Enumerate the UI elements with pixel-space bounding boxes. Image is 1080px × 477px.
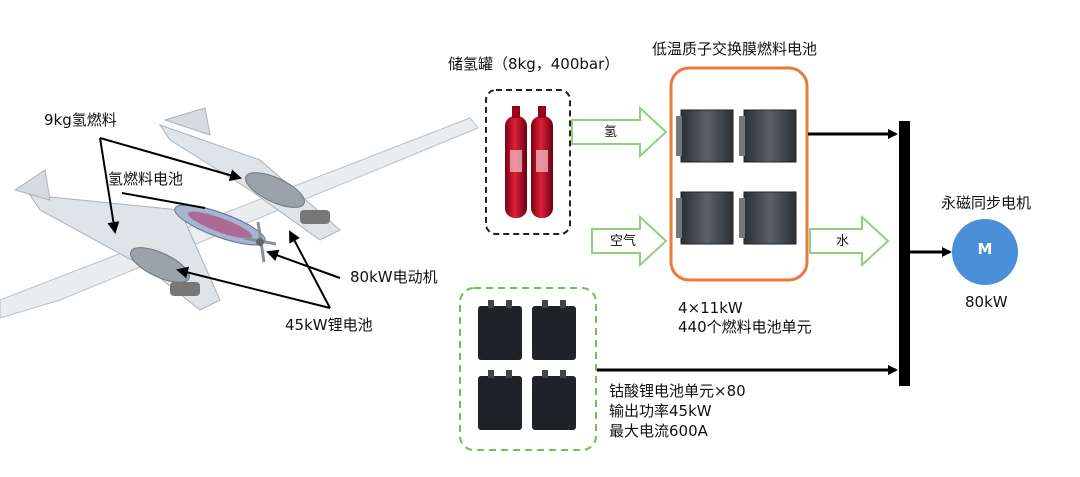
air-flow-arrow [591, 214, 668, 268]
battery-cell-icon [532, 370, 576, 430]
tank-group [485, 89, 571, 235]
fuel-cell-stack-icon [676, 109, 734, 163]
water-flow-arrow [809, 214, 890, 268]
fuel-cell-spec-power: 4×11kW [678, 299, 743, 317]
callout-motor [266, 249, 341, 279]
h2-tank-pod-right [245, 172, 305, 208]
fuel-cell-stack-icon [739, 109, 797, 163]
battery-spec-power: 输出功率45kW [609, 402, 712, 420]
battery-cell-icon [532, 300, 576, 360]
fuel-cell-title: 低温质子交换膜燃料电池 [652, 40, 818, 58]
aircraft-tail-fin-left [13, 169, 51, 201]
flow-arrows [571, 105, 890, 268]
battery-spec-current: 最大电流600A [609, 422, 708, 440]
callout-fuel-cell [121, 192, 206, 209]
h2-cylinder-icon [505, 106, 527, 218]
fuel-cell-box [669, 66, 809, 282]
battery-cell-icon [478, 370, 522, 430]
motor-power: 80kW [965, 293, 1008, 311]
tank-label: 储氢罐（8kg，400bar） [448, 55, 620, 73]
landing-gear-left [170, 282, 200, 296]
callout-battery-right [289, 230, 331, 309]
callout-battery-left [176, 266, 331, 309]
battery-cell-icon [478, 300, 522, 360]
fuel-cell-spec-units: 440个燃料电池单元 [678, 318, 812, 336]
h2-cylinder-icon [531, 106, 553, 218]
fuel-cell-stack-icon [739, 191, 797, 245]
aircraft-callouts [99, 137, 341, 309]
battery-box [459, 287, 597, 451]
flow-label-water: 水 [836, 234, 850, 249]
landing-gear-right [300, 210, 330, 224]
fuel-cell-stack-icon [676, 191, 734, 245]
callout-h2-to-left-tank [99, 137, 120, 234]
label-motor-80kw: 80kW电动机 [350, 268, 438, 286]
hydrogen-flow-arrow [571, 105, 668, 159]
fuel-cell-group [669, 66, 809, 282]
label-battery-45kw: 45kW锂电池 [285, 316, 373, 334]
battery-group [459, 287, 597, 451]
power-bus-bar [899, 121, 910, 386]
motor-letter: M [977, 240, 993, 258]
label-fuel-cell: 氢燃料电池 [108, 170, 184, 188]
flow-label-hydrogen: 氢 [604, 125, 618, 140]
fuel-cell-pod-core [187, 211, 253, 239]
aircraft-illustration [0, 107, 479, 319]
flow-label-air: 空气 [610, 234, 637, 249]
motor-title: 永磁同步电机 [941, 194, 1032, 212]
battery-spec-cells: 钴酸锂电池单元×80 [609, 382, 746, 400]
callout-h2-to-right-tank [99, 137, 242, 182]
h2-tank-pod-left [130, 247, 190, 283]
tank-box [485, 89, 571, 235]
power-connections [597, 121, 952, 386]
aircraft-tail-fin-right [163, 107, 211, 136]
label-h2-fuel: 9kg氢燃料 [44, 111, 117, 129]
aircraft-wing [0, 117, 479, 319]
motor-icon [952, 219, 1018, 285]
